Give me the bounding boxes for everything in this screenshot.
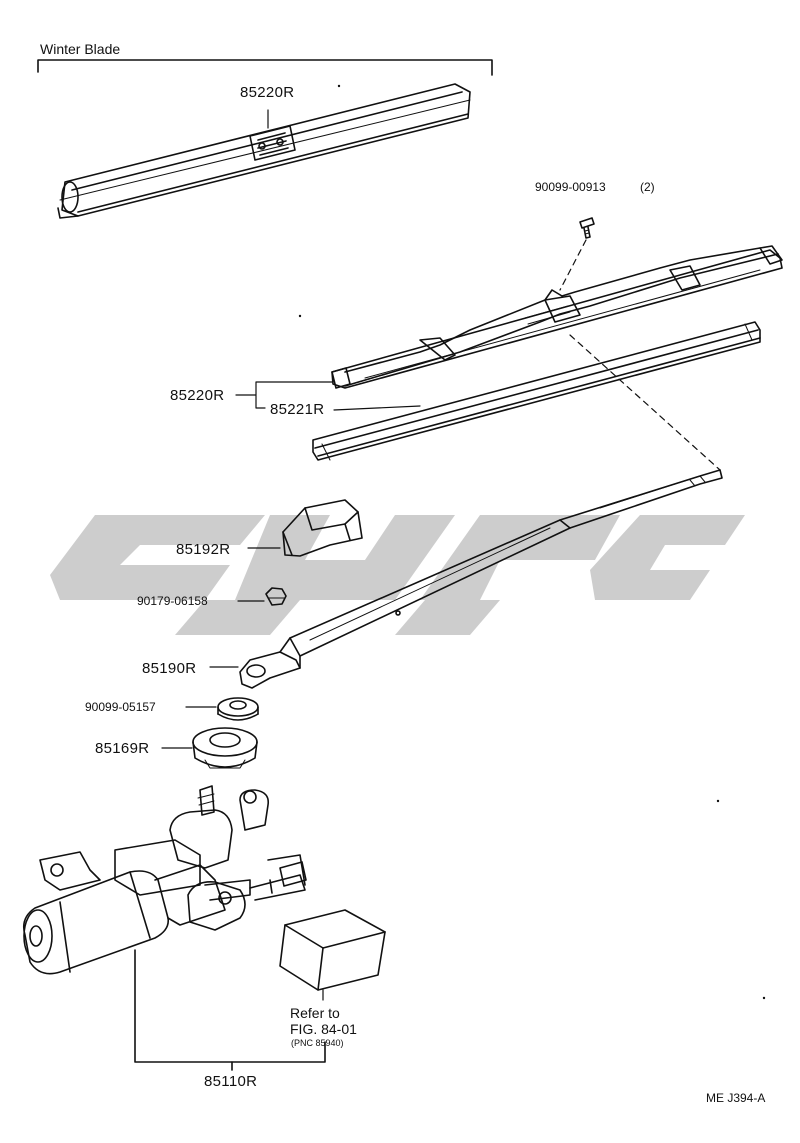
cushion <box>161 727 258 769</box>
label-motor-pn: 85110R <box>204 1073 258 1090</box>
label-screw-qty: (2) <box>640 180 655 194</box>
relay-box <box>279 909 386 1001</box>
label-nut-pn: 90179-06158 <box>137 594 208 608</box>
blade-rubber <box>312 321 761 461</box>
washer <box>185 697 259 721</box>
label-screw-pn: 90099-00913 <box>535 180 606 194</box>
label-cushion-pn: 85169R <box>95 740 150 757</box>
label-blade-assy-pn: 85220R <box>170 387 225 404</box>
label-refer-fig: FIG. 84-01 <box>290 1021 357 1037</box>
label-arm-pn: 85190R <box>142 660 197 677</box>
screw <box>559 217 595 291</box>
label-refer-pnc: (PNC 85940) <box>291 1038 344 1048</box>
wiper-blade-assembly <box>331 245 783 471</box>
arm-cap <box>247 499 363 557</box>
label-washer-pn: 90099-05157 <box>85 700 156 714</box>
nut <box>237 587 287 606</box>
label-cap-pn: 85192R <box>176 541 231 558</box>
wiper-motor <box>22 785 326 1071</box>
diagram-code: ME J394-A <box>706 1091 766 1105</box>
label-winter-blade-pn: 85220R <box>240 84 295 101</box>
watermark-logo <box>50 515 745 635</box>
winter-blade-bracket <box>37 59 493 76</box>
blade-leader-lines <box>235 381 421 411</box>
winter-blade-title: Winter Blade <box>40 41 121 57</box>
label-refer-to: Refer to <box>290 1005 340 1021</box>
scan-specks <box>298 84 766 1000</box>
winter-blade <box>57 83 471 219</box>
wiper-arm <box>209 469 723 689</box>
label-blade-rubber-pn: 85221R <box>270 401 325 418</box>
